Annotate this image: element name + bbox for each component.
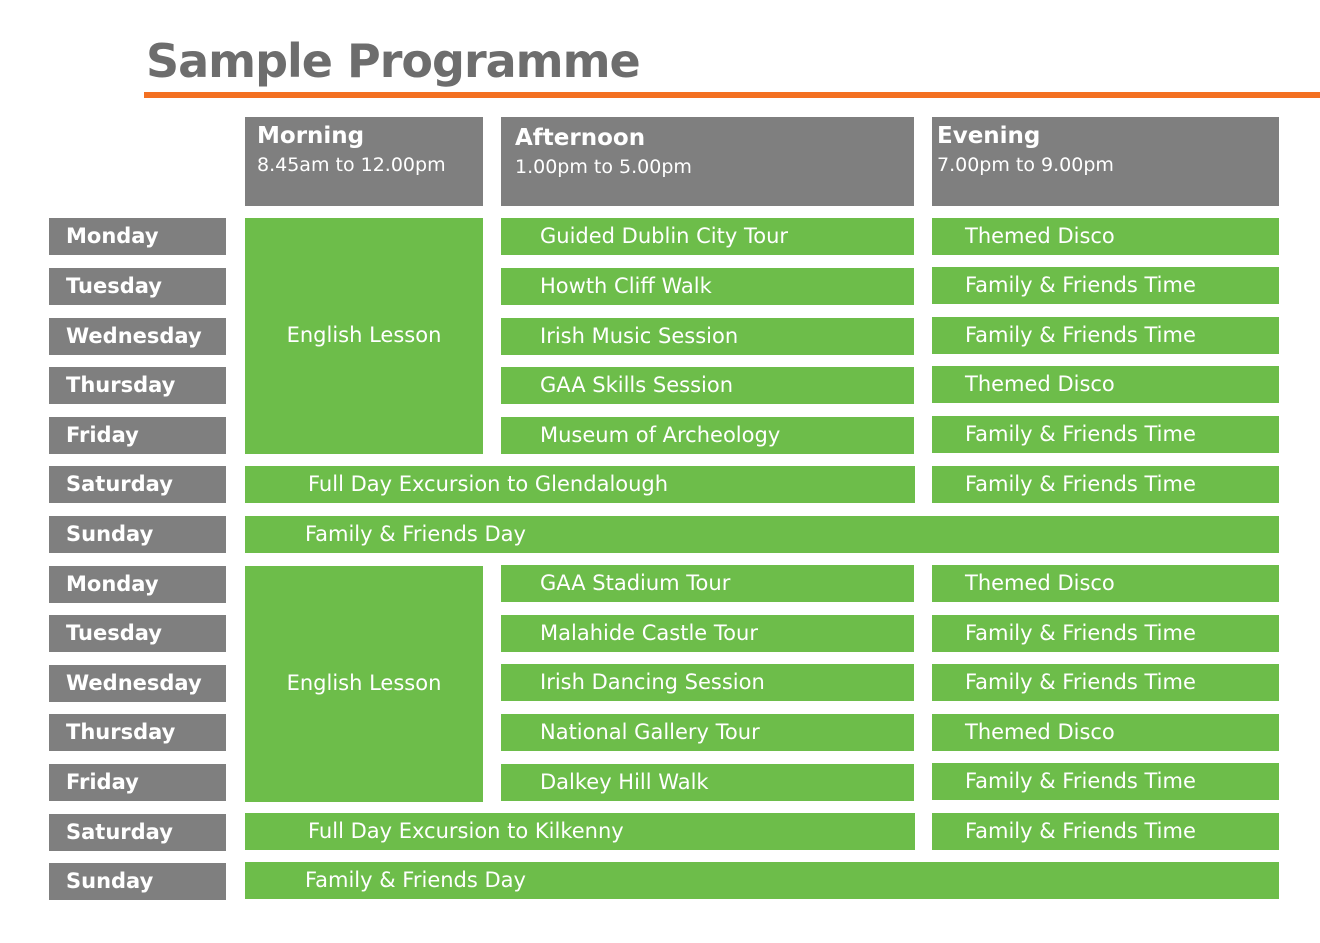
- title-divider: [144, 92, 1320, 98]
- sunday-activity: Family & Friends Day: [245, 862, 1279, 899]
- afternoon-activity: GAA Stadium Tour: [501, 565, 914, 602]
- afternoon-activity: GAA Skills Session: [501, 367, 914, 404]
- day-label: Monday: [49, 566, 226, 603]
- sunday-activity: Family & Friends Day: [245, 516, 1279, 553]
- evening-activity: Family & Friends Time: [932, 267, 1279, 304]
- evening-activity: Family & Friends Time: [932, 615, 1279, 652]
- day-label: Sunday: [49, 516, 226, 553]
- day-label: Tuesday: [49, 268, 226, 305]
- afternoon-activity: Howth Cliff Walk: [501, 268, 914, 305]
- day-label: Thursday: [49, 367, 226, 404]
- evening-activity: Themed Disco: [932, 218, 1279, 255]
- header-afternoon: Afternoon 1.00pm to 5.00pm: [501, 117, 914, 206]
- evening-activity: Themed Disco: [932, 366, 1279, 403]
- saturday-excursion: Full Day Excursion to Kilkenny: [245, 813, 915, 850]
- header-evening-time: 7.00pm to 9.00pm: [937, 154, 1114, 176]
- afternoon-activity: Irish Music Session: [501, 318, 914, 355]
- day-label: Wednesday: [49, 665, 226, 702]
- header-evening-name: Evening: [937, 123, 1041, 149]
- evening-activity: Family & Friends Time: [932, 664, 1279, 701]
- afternoon-activity: Dalkey Hill Walk: [501, 764, 914, 801]
- header-morning-time: 8.45am to 12.00pm: [257, 154, 446, 176]
- day-label: Saturday: [49, 466, 226, 503]
- evening-activity: Family & Friends Time: [932, 813, 1279, 850]
- afternoon-activity: National Gallery Tour: [501, 714, 914, 751]
- morning-lesson-label: English Lesson: [286, 323, 442, 348]
- day-label: Saturday: [49, 814, 226, 851]
- page-title: Sample Programme: [146, 34, 641, 88]
- morning-english-lesson: English Lesson: [245, 218, 483, 454]
- day-label: Sunday: [49, 863, 226, 900]
- day-label: Wednesday: [49, 318, 226, 355]
- afternoon-activity: Malahide Castle Tour: [501, 615, 914, 652]
- afternoon-activity: Irish Dancing Session: [501, 664, 914, 701]
- evening-activity: Family & Friends Time: [932, 416, 1279, 453]
- afternoon-activity: Museum of Archeology: [501, 417, 914, 454]
- evening-activity: Family & Friends Time: [932, 466, 1279, 503]
- evening-activity: Themed Disco: [932, 565, 1279, 602]
- header-morning-name: Morning: [257, 123, 365, 149]
- evening-activity: Themed Disco: [932, 714, 1279, 751]
- day-label: Friday: [49, 417, 226, 454]
- morning-english-lesson: English Lesson: [245, 566, 483, 802]
- day-label: Tuesday: [49, 615, 226, 652]
- day-label: Monday: [49, 218, 226, 255]
- day-label: Friday: [49, 764, 226, 801]
- evening-activity: Family & Friends Time: [932, 317, 1279, 354]
- day-label: Thursday: [49, 714, 226, 751]
- header-evening: Evening 7.00pm to 9.00pm: [932, 117, 1279, 206]
- header-morning: Morning 8.45am to 12.00pm: [245, 117, 483, 206]
- morning-lesson-label: English Lesson: [286, 671, 442, 696]
- header-afternoon-name: Afternoon: [515, 125, 646, 151]
- header-afternoon-time: 1.00pm to 5.00pm: [515, 156, 692, 178]
- afternoon-activity: Guided Dublin City Tour: [501, 218, 914, 255]
- saturday-excursion: Full Day Excursion to Glendalough: [245, 466, 915, 503]
- evening-activity: Family & Friends Time: [932, 763, 1279, 800]
